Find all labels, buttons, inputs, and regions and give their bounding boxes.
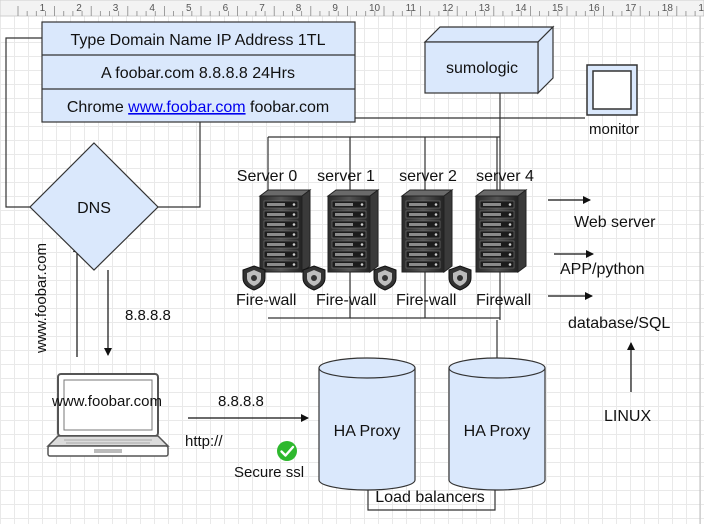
server-rack-icon xyxy=(474,189,528,273)
ruler-label: 18 xyxy=(662,3,674,14)
dns-table-browser-row: Chrome www.foobar.com foobar.com xyxy=(67,99,329,116)
database-sql-label: database/SQL xyxy=(568,315,670,332)
proxy-group: HA Proxy HA Proxy xyxy=(318,357,546,491)
app-python-label: APP/python xyxy=(560,261,645,278)
browser-name: Chrome xyxy=(67,99,128,116)
ha-proxy-0: HA Proxy xyxy=(318,357,416,491)
ruler-label: 6 xyxy=(223,3,229,14)
arrows xyxy=(73,196,635,422)
firewall-shield-icon xyxy=(302,265,326,291)
ruler-label: 3 xyxy=(113,3,119,14)
check-icon xyxy=(277,441,297,461)
ha-proxy-1: HA Proxy xyxy=(448,357,546,491)
server-3: server 4 Firewall xyxy=(448,168,534,309)
ruler-label: 9 xyxy=(332,3,338,14)
dns-record-table: Type Domain Name IP Address 1TL A foobar… xyxy=(41,21,356,123)
server-rack-icon xyxy=(400,189,454,273)
ruler-label: 8 xyxy=(296,3,302,14)
protocol-label: http:// xyxy=(185,433,223,450)
server-label: server 1 xyxy=(317,168,375,185)
ruler-label: 7 xyxy=(259,3,265,14)
ruler-label: 16 xyxy=(589,3,601,14)
sumologic-box: sumologic xyxy=(423,25,555,95)
firewall-shield-icon xyxy=(448,265,472,291)
ha-proxy-label: HA Proxy xyxy=(464,423,531,440)
server-0: Server 0 Fire-wall xyxy=(236,168,312,309)
ruler-label: 14 xyxy=(515,3,527,14)
firewall-label: Fire-wall xyxy=(396,292,456,309)
request-ip-label: 8.8.8.8 xyxy=(218,393,264,410)
browser-link[interactable]: www.foobar.com xyxy=(127,99,245,116)
ruler-label: 12 xyxy=(442,3,454,14)
server-label: server 4 xyxy=(476,168,534,185)
dns-label: DNS xyxy=(77,200,111,217)
server-2: server 2 Fire-wall xyxy=(373,168,457,309)
load-balancers-label: Load balancers xyxy=(375,489,484,506)
monitor-label: monitor xyxy=(589,121,639,138)
ha-proxy-label: HA Proxy xyxy=(334,423,401,440)
server-rack-icon xyxy=(258,189,312,273)
ruler-label: 1 xyxy=(40,3,46,14)
web-server-label: Web server xyxy=(574,214,656,231)
vertical-domain-label: www.foobar.com xyxy=(33,243,50,354)
server-rack-icon xyxy=(326,189,380,273)
client-area: www.foobar.com 8.8.8.8 www.foobar.com 8.… xyxy=(33,243,304,481)
ruler-label: 11 xyxy=(406,3,417,14)
dns-table-record: A foobar.com 8.8.8.8 24Hrs xyxy=(101,65,295,82)
ruler-label: 4 xyxy=(149,3,155,14)
ruler-label: 13 xyxy=(479,3,491,14)
firewall-shield-icon xyxy=(373,265,397,291)
laptop-icon xyxy=(46,373,170,457)
secure-ssl-label: Secure ssl xyxy=(234,464,304,481)
dns-table-header: Type Domain Name IP Address 1TL xyxy=(71,32,326,49)
ruler-label: 5 xyxy=(186,3,192,14)
server-label: server 2 xyxy=(399,168,457,185)
connectors xyxy=(5,37,585,511)
server-1: server 1 Fire-wall xyxy=(302,168,380,309)
sumologic-label: sumologic xyxy=(446,60,518,77)
firewall-label: Firewall xyxy=(476,292,531,309)
monitor-node: monitor xyxy=(586,64,639,138)
ruler-label: 17 xyxy=(625,3,637,14)
ip-address-label: 8.8.8.8 xyxy=(125,307,171,324)
dns-node: DNS xyxy=(29,142,159,271)
linux-label: LINUX xyxy=(604,408,651,425)
server-label: Server 0 xyxy=(237,168,298,185)
top-ruler: 12345678910111213141516171819 xyxy=(0,0,704,17)
firewall-shield-icon xyxy=(242,265,266,291)
ruler-label: 19 xyxy=(698,3,704,14)
laptop-domain-label: www.foobar.com xyxy=(51,393,162,410)
ruler-label: 15 xyxy=(552,3,564,14)
firewall-label: Fire-wall xyxy=(236,292,296,309)
ruler-label: 10 xyxy=(369,3,381,14)
browser-domain: foobar.com xyxy=(246,99,330,116)
ruler-label: 2 xyxy=(76,3,82,14)
stack-labels: Web server APP/python database/SQL LINUX xyxy=(560,214,670,425)
firewall-label: Fire-wall xyxy=(316,292,376,309)
